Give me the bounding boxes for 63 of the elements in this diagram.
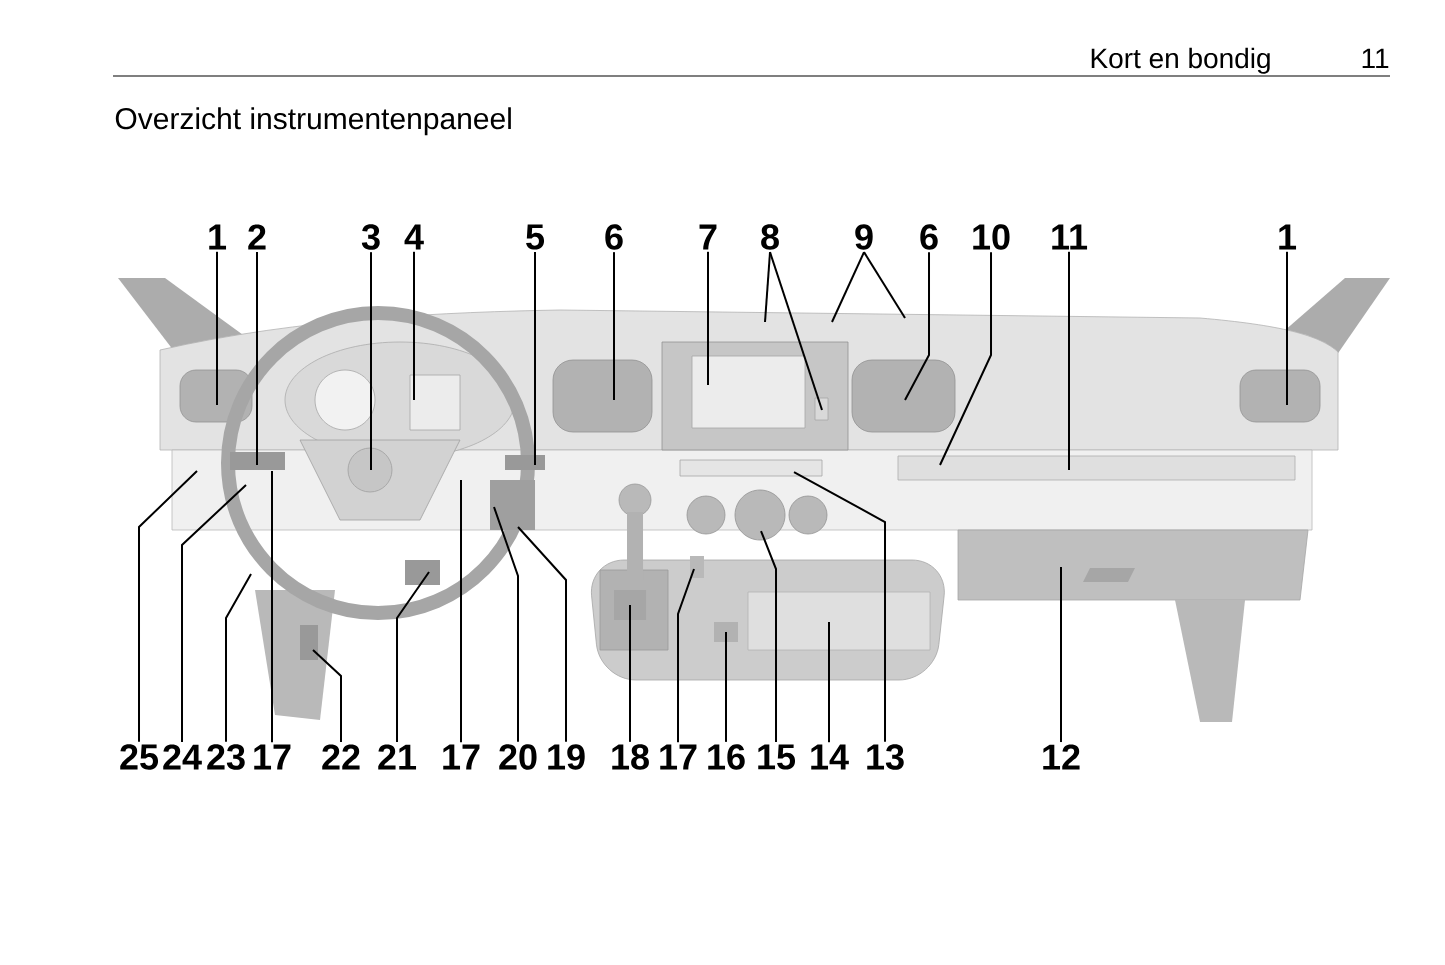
leader-line bbox=[677, 568, 695, 744]
leader-line bbox=[225, 573, 252, 743]
callout-number: 4 bbox=[404, 224, 424, 250]
callout-number: 9 bbox=[855, 224, 873, 250]
callout-number: 3 bbox=[361, 224, 380, 250]
leader-line bbox=[707, 250, 709, 386]
leader-line bbox=[460, 479, 462, 744]
leader-line bbox=[534, 250, 536, 466]
callout-number: 17 bbox=[254, 744, 291, 770]
leader-line bbox=[138, 470, 198, 743]
callout-number: 13 bbox=[867, 744, 904, 770]
leader-line bbox=[1286, 250, 1288, 406]
callout-number: 17 bbox=[660, 744, 697, 770]
callout-number: 22 bbox=[322, 744, 360, 770]
leader-line bbox=[769, 251, 823, 411]
leader-line bbox=[396, 571, 430, 744]
leader-line bbox=[312, 649, 342, 744]
page-title: Overzicht instrumentenpaneel bbox=[115, 107, 511, 136]
callout-number: 19 bbox=[548, 744, 585, 770]
leader-line bbox=[613, 251, 615, 401]
callout-number: 24 bbox=[163, 744, 202, 770]
callout-number: 7 bbox=[699, 224, 717, 250]
leader-line bbox=[181, 484, 247, 744]
callout-number: 15 bbox=[758, 744, 796, 770]
callout-number: 11 bbox=[1052, 224, 1088, 250]
leader-line bbox=[271, 470, 273, 744]
callout-number: 25 bbox=[120, 744, 159, 770]
callout-number: 6 bbox=[605, 224, 623, 250]
leader-line bbox=[413, 250, 415, 401]
page-number: 11 bbox=[1362, 48, 1389, 68]
callout-number: 12 bbox=[1043, 744, 1080, 770]
leader-line bbox=[904, 251, 930, 401]
callout-number: 16 bbox=[708, 744, 745, 770]
leader-line bbox=[828, 621, 830, 744]
leader-line bbox=[370, 251, 372, 471]
callout-number: 1 bbox=[209, 224, 227, 250]
leader-line bbox=[256, 251, 258, 466]
callout-number: 14 bbox=[811, 744, 849, 770]
callout-number: 5 bbox=[526, 224, 545, 250]
callout-number: 2 bbox=[248, 224, 266, 250]
callout-number: 17 bbox=[443, 744, 480, 770]
callout-number: 8 bbox=[761, 224, 779, 250]
callout-number: 23 bbox=[207, 744, 245, 770]
leader-line bbox=[793, 471, 886, 743]
callout-number: 10 bbox=[973, 224, 1010, 250]
leader-line bbox=[493, 506, 519, 743]
callout-number: 18 bbox=[612, 744, 649, 770]
leader-line bbox=[517, 526, 567, 743]
callout-number: 21 bbox=[378, 744, 417, 770]
callout-number: 1 bbox=[1279, 224, 1297, 250]
leader-line bbox=[764, 251, 771, 323]
leader-line bbox=[1068, 250, 1070, 471]
callout-number: 20 bbox=[499, 744, 537, 770]
leader-line bbox=[863, 251, 906, 319]
leader-line bbox=[629, 604, 631, 743]
callout-number: 6 bbox=[920, 224, 938, 250]
leader-line bbox=[831, 251, 865, 323]
leader-line bbox=[1060, 566, 1062, 744]
leader-line bbox=[760, 530, 777, 744]
leader-line bbox=[939, 251, 992, 466]
leader-line bbox=[216, 250, 218, 406]
section-heading: Kort en bondig bbox=[1091, 47, 1270, 74]
leader-line bbox=[725, 631, 727, 743]
